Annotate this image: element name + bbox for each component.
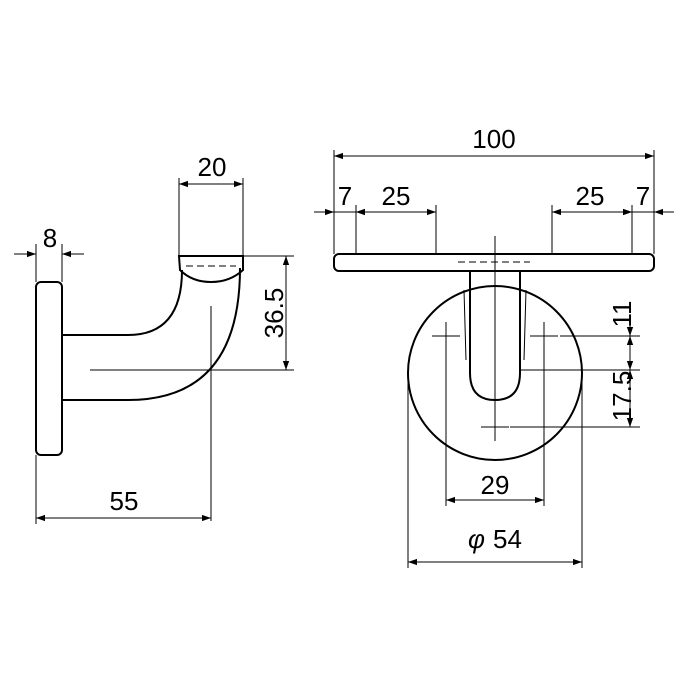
dim-total-width: 100 xyxy=(472,124,515,154)
diameter-symbol: φ xyxy=(468,524,485,554)
dim-left-hole-spacing: 25 xyxy=(382,181,411,211)
dim-projection: 55 xyxy=(110,486,139,516)
dim-top-hole-offset: 11 xyxy=(607,301,637,328)
stem-edge-left xyxy=(463,289,467,361)
dim-right-edge-offset: 7 xyxy=(636,181,650,211)
dim-diameter: φ 54 xyxy=(468,524,522,554)
screw-hole-right xyxy=(530,322,558,350)
dim-flange-thickness: 8 xyxy=(43,223,57,253)
bracket-arm xyxy=(62,269,183,336)
screw-hole-left xyxy=(432,322,460,350)
dim-bottom-hole-offset: 17.5 xyxy=(607,371,637,422)
dim-cup-width: 20 xyxy=(198,152,227,182)
rail-plate xyxy=(333,253,655,272)
diameter-value: 54 xyxy=(493,524,522,554)
rail-cup xyxy=(177,255,244,284)
dim-hole-pitch: 29 xyxy=(481,470,510,500)
screw-hole-bottom xyxy=(481,413,509,441)
dim-right-hole-spacing: 25 xyxy=(576,181,605,211)
dim-left-edge-offset: 7 xyxy=(338,181,352,211)
side-view: 8 20 36.5 55 xyxy=(14,152,294,524)
bracket-arm-outer xyxy=(62,267,241,401)
wall-flange xyxy=(35,281,63,456)
stem-edge-right xyxy=(523,289,527,361)
front-view: 100 7 25 25 7 11 17.5 29 xyxy=(314,124,674,568)
dim-cup-height: 36.5 xyxy=(259,288,289,339)
